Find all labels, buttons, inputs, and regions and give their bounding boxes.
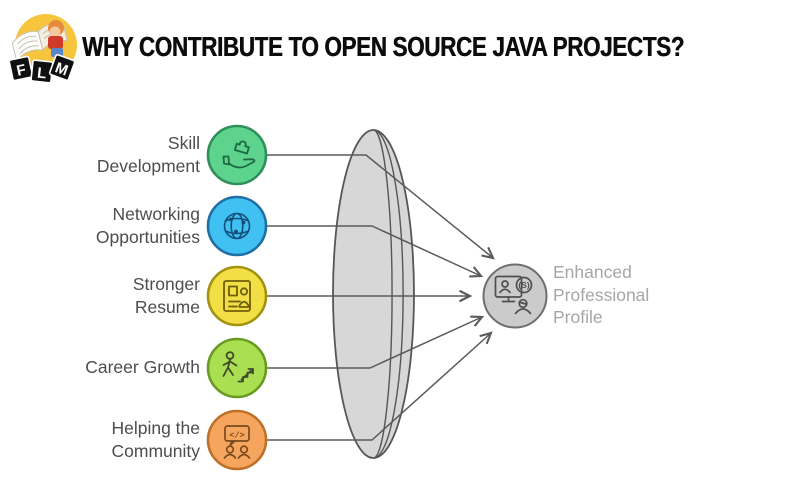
connector-helping-community [266, 333, 491, 441]
label-line: Profile [553, 307, 603, 327]
item-label-career-growth: Career Growth [20, 356, 200, 379]
label-line: Stronger [132, 274, 200, 294]
page-title: WHY CONTRIBUTE TO OPEN SOURCE JAVA PROJE… [82, 31, 684, 62]
flm-logo: F L M [8, 14, 77, 84]
helping-community-circle [206, 409, 268, 471]
item-label-networking-opportunities: Networking Opportunities [20, 203, 200, 249]
label-line: Helping the [111, 418, 200, 438]
item-node-skill-development [206, 124, 268, 186]
logo-tile-m: M [48, 54, 76, 82]
connector-skill-development [266, 154, 493, 258]
result-label-enhanced-profile: Enhanced Professional Profile [553, 261, 703, 329]
logo-letter-f: F [15, 61, 28, 80]
career-stairs-icon [222, 351, 254, 383]
item-node-helping-community: </> [206, 409, 268, 471]
logo-letter-l: L [36, 65, 47, 83]
result-node-enhanced-profile: (S) [482, 263, 548, 329]
label-line: Networking [112, 204, 200, 224]
label-line: Skill [167, 133, 200, 153]
networking-opportunities-circle [206, 195, 268, 257]
globe-network-icon [223, 212, 251, 240]
item-node-networking-opportunities [206, 195, 268, 257]
logo-letter-m: M [53, 59, 71, 79]
label-line: Professional [553, 284, 650, 305]
label-line: Opportunities [95, 227, 200, 247]
community-chat-icon [223, 425, 251, 459]
dollar-coin-text: (S) [518, 280, 530, 290]
item-label-stronger-resume: Stronger Resume [20, 273, 200, 319]
connector-career-growth [266, 317, 482, 369]
hand-puzzle-icon [222, 140, 256, 169]
career-growth-circle [206, 337, 268, 399]
item-label-helping-community: Helping the Community [20, 417, 200, 463]
logo-tile-f: F [8, 55, 34, 82]
label-line: Resume [134, 297, 200, 317]
profile-growth-icon [494, 275, 533, 315]
item-label-skill-development: Skill Development [20, 132, 200, 178]
connector-networking-opportunities [266, 225, 481, 276]
code-bubble-text: </> [229, 431, 244, 441]
resume-person-icon [223, 280, 251, 312]
item-node-stronger-resume [206, 265, 268, 327]
funnel-lens [332, 129, 415, 459]
connectors [266, 154, 493, 441]
label-line: Career Growth [85, 357, 200, 377]
lens-rim-arc-outer [373, 129, 404, 459]
skill-development-circle [206, 124, 268, 186]
item-node-career-growth [206, 337, 268, 399]
label-line: Community [111, 441, 201, 461]
label-line: Development [96, 156, 200, 176]
label-line: Enhanced [553, 262, 632, 282]
lens-body [332, 129, 415, 459]
reading-child-figure [48, 20, 64, 57]
enhanced-profile-circle [482, 263, 548, 329]
lens-rim-arc-inner [373, 129, 393, 459]
